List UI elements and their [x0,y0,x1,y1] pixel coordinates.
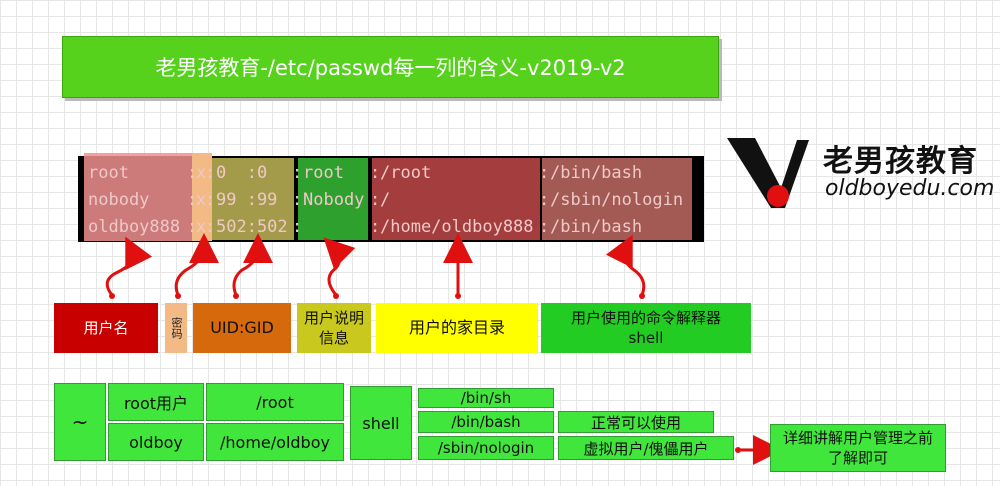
terminal-text: /sbin/nologin [550,190,684,210]
terminal-text: x [196,217,207,237]
terminal-shell-col: /bin/bash/sbin/nologin/bin/bash [550,160,683,241]
root-home-cell: /root [206,383,344,421]
arrow-username [105,236,153,297]
label-shell-line2: shell [628,329,664,347]
shell-column-highlight [542,158,692,240]
terminal-text: x [196,163,207,183]
label-desc-text: 用户说明信息 [303,309,364,347]
terminal-sep: : [187,190,198,210]
terminal-sep: : [292,163,303,183]
label-shell: 用户使用的命令解释器 shell [541,303,751,353]
detail-note-cell: 详细讲解用户管理之前了解即可 [770,424,946,472]
terminal-text: root [303,163,344,183]
arrow-uidgid [232,233,273,297]
label-shell-line1: 用户使用的命令解释器 [570,309,721,327]
nologin-note-cell: 虚拟用户/傀儡用户 [558,436,734,460]
username-column-highlight [84,153,192,241]
terminal-sep-col: ::: [539,160,549,241]
terminal-sep: : [370,163,381,183]
bin-sh-cell: /bin/sh [418,388,554,408]
terminal-text: / [380,190,391,210]
detail-note-text: 详细讲解用户管理之前了解即可 [782,429,933,467]
root-user-cell: root用户 [108,383,204,421]
terminal-sep-col: ::: [370,160,380,241]
uidgid-column-highlight [212,158,294,240]
label-home: 用户的家目录 [376,303,538,353]
terminal-text: /bin/bash [550,163,643,183]
terminal-text: /root [380,163,432,183]
terminal-sep: : [205,217,216,237]
terminal-sep: : [370,217,381,237]
terminal-sep-col: ::: [292,160,302,241]
tilde-cell: ~ [54,383,106,461]
terminal-sep: : [187,217,198,237]
terminal-text: 99 :99 [216,190,278,210]
label-username: 用户名 [54,303,158,353]
terminal-username-col: root nobody oldboy888 [88,160,180,241]
terminal-text: 0 :0 [216,163,268,183]
page-title: 老男孩教育-/etc/passwd每一列的含义-v2019-v2 [62,36,719,98]
terminal-sep: : [205,163,216,183]
terminal-text: /home/oldboy888 [380,217,534,237]
logo-brand-text: 老男孩教育 [823,144,978,179]
terminal-home-col: /root / /home/oldboy888 [380,160,534,241]
arrow-password [174,233,219,297]
terminal-text: Nobody [303,190,365,210]
sbin-nologin-cell: /sbin/nologin [418,436,554,460]
terminal-sep: : [370,190,381,210]
logo-site-text: oldboyedu.com [825,176,995,201]
terminal-sep: : [292,190,303,210]
label-desc: 用户说明信息 [297,303,371,353]
shell-cell: shell [350,386,412,460]
label-password-text: 密码 [170,317,183,339]
terminal-text: 502:502 [216,217,288,237]
desc-column-highlight [298,158,368,240]
terminal-sep: : [205,190,216,210]
bin-bash-cell: /bin/bash [418,411,554,433]
oldboy-home-cell: /home/oldboy [206,423,344,461]
arrow-shell [605,234,646,297]
arrow-desc [323,237,356,297]
terminal-sep: : [539,217,550,237]
label-password: 密码 [165,303,187,353]
home-column-highlight [372,158,540,240]
terminal-uidgid-col: 0 :0 99 :99 502:502 [216,160,288,241]
label-uidgid: UID:GID [193,303,291,353]
terminal-text: oldboy888 [88,217,181,237]
terminal-sep: : [187,163,198,183]
terminal-sep: : [539,190,550,210]
terminal-text: root [88,163,129,183]
terminal-sep-col: ::: [187,160,197,241]
terminal-sep: : [539,163,550,183]
terminal-text: /bin/bash [550,217,643,237]
terminal-sep-col: ::: [205,160,215,241]
bash-note-cell: 正常可以使用 [558,411,714,433]
terminal-sep: : [292,217,303,237]
oldboy-cell: oldboy [108,423,204,461]
terminal-text: x [196,190,207,210]
oldboy-logo: 老男孩教育 oldboyedu.com [725,130,995,212]
logo-v-mark-icon [727,138,809,208]
password-column-highlight [192,153,212,241]
terminal-text: nobody [88,190,150,210]
